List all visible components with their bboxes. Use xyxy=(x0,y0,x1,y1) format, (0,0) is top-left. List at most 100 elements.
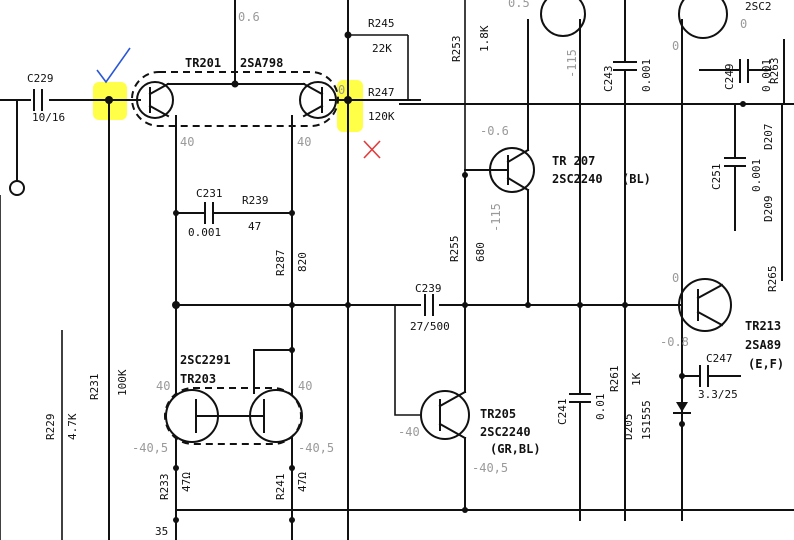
r247-value: 120K xyxy=(368,110,395,123)
r239-value: 47 xyxy=(248,220,261,233)
tr207-part: 2SC2240 xyxy=(552,172,603,186)
tr207-ref: TR 207 xyxy=(552,154,595,168)
tr205-base-wire xyxy=(394,305,420,416)
tr207-grade: (BL) xyxy=(622,172,651,186)
c231-ref: C231 xyxy=(196,187,223,200)
voltage-tr203-40-left: 40 xyxy=(156,379,170,393)
voltage-tr201-40-right: 40 xyxy=(297,135,311,149)
voltage-tr213-0: 0 xyxy=(672,271,679,285)
voltage-tr203-m40-5-right: -40,5 xyxy=(298,441,334,455)
tr201-part: 2SA798 xyxy=(240,56,283,70)
voltage-tr207-base: -0.6 xyxy=(480,124,509,138)
transistor-top-partial xyxy=(540,0,586,37)
voltage-tr213-v: -0.8 xyxy=(660,335,689,349)
c231-value: 0.001 xyxy=(188,226,221,239)
capacitor-c247: C247 3.3/25 xyxy=(681,352,741,401)
tr213-grade: (E,F) xyxy=(748,357,784,371)
d209-ref: D209 xyxy=(762,196,775,223)
capacitor-c239: C239 27/500 xyxy=(410,282,450,333)
tr213-part: 2SA89 xyxy=(745,338,781,352)
voltage-right-top-0: 0 xyxy=(672,39,679,53)
transistor-tr205: TR205 2SC2240 (GR,BL) xyxy=(420,304,541,511)
transistor-tr207: TR 207 2SC2240 (BL) xyxy=(464,19,651,306)
main-signal-line xyxy=(0,99,794,105)
r241-value: 47Ω xyxy=(296,472,309,492)
tr205-grade: (GR,BL) xyxy=(490,442,541,456)
c241-ref: C241 xyxy=(556,399,569,426)
r261-ref: R261 xyxy=(608,366,621,393)
c239-value: 27/500 xyxy=(410,320,450,333)
r263-ref: R263 xyxy=(768,58,781,85)
input-terminal xyxy=(9,180,25,196)
r253-ref: R253 xyxy=(450,36,463,63)
voltage-tr205-m40: -40 xyxy=(398,425,420,439)
c247-value: 3.3/25 xyxy=(698,388,738,401)
r245-ref: R245 xyxy=(368,17,395,30)
resistor-r247: R247 120K xyxy=(368,86,395,123)
r231-ref: R231 xyxy=(88,374,101,401)
tr205-part: 2SC2240 xyxy=(480,425,531,439)
c229-value: 10/16 xyxy=(32,111,65,124)
c247-ref: C247 xyxy=(706,352,733,365)
r231-value: 100K xyxy=(116,369,129,396)
label-bottom-35: 35 xyxy=(155,525,168,538)
c243-value: 0.001 xyxy=(640,59,653,92)
resistor-r255: R255 680 xyxy=(448,236,487,263)
tr201-ref: TR201 xyxy=(185,56,221,70)
r229-ref: R229 xyxy=(44,414,57,441)
c239-ref: C239 xyxy=(415,282,442,295)
capacitor-c241: C241 0.01 xyxy=(556,304,607,521)
voltage-right-top-0b: 0 xyxy=(740,17,747,31)
resistor-r241: R241 47Ω xyxy=(274,472,309,500)
c243-ref: C243 xyxy=(602,66,615,93)
r233-value: 47Ω xyxy=(180,472,193,492)
voltage-tr205-m40-5: -40,5 xyxy=(472,461,508,475)
c249-ref: C249 xyxy=(723,64,736,91)
capacitor-c249: C249 0.001 xyxy=(699,59,773,92)
capacitor-c251: C251 0.001 xyxy=(710,103,763,231)
capacitor-c229: C229 10/16 xyxy=(27,72,65,124)
voltage-c243-v: -115 xyxy=(565,49,579,78)
resistor-r231: R231 100K xyxy=(88,369,129,400)
resistor-r239: R239 47 xyxy=(242,194,269,233)
tr-right-part: 2SC2 xyxy=(745,0,772,13)
tr205-ref: TR205 xyxy=(480,407,516,421)
d205-ref: D205 xyxy=(622,414,635,441)
voltage-tr203-40-right: 40 xyxy=(298,379,312,393)
r265-ref: R265 xyxy=(766,266,779,293)
r253-value: 1.8K xyxy=(478,25,491,52)
c251-ref: C251 xyxy=(710,164,723,191)
r245-value: 22K xyxy=(372,42,392,55)
transistor-tr203: 2SC2291 TR203 xyxy=(164,304,303,540)
voltage-top-0-6: 0.6 xyxy=(238,10,260,24)
capacitor-c231: C231 0.001 xyxy=(173,187,295,239)
diode-d205: D205 1S1555 xyxy=(622,400,691,441)
r233-ref: R233 xyxy=(158,474,171,501)
d205-part: 1S1555 xyxy=(640,400,653,440)
d207-ref: D207 xyxy=(762,124,775,151)
r241-ref: R241 xyxy=(274,474,287,501)
resistor-r233: R233 47Ω xyxy=(158,472,193,500)
r287-ref: R287 xyxy=(274,250,287,277)
c241-value: 0.01 xyxy=(594,394,607,421)
r255-ref: R255 xyxy=(448,236,461,263)
tr213-ref: TR213 xyxy=(745,319,781,333)
checkmark-icon xyxy=(96,47,131,84)
tr203-part: 2SC2291 xyxy=(180,353,231,367)
r229-value: 4.7K xyxy=(66,413,79,440)
r255-value: 680 xyxy=(474,242,487,262)
resistor-r287: R287 820 xyxy=(274,250,309,277)
r261-value: 1K xyxy=(630,372,643,386)
highlight-r247-node xyxy=(337,80,363,132)
r287-value: 820 xyxy=(296,252,309,272)
r239-ref: R239 xyxy=(242,194,269,207)
cross-icon xyxy=(363,140,381,159)
voltage-tr203-m40-5-left: -40,5 xyxy=(132,441,168,455)
voltage-top-0-5: 0.5 xyxy=(508,0,530,10)
tr203-ref: TR203 xyxy=(180,372,216,386)
capacitor-c243: C243 0.001 xyxy=(602,0,653,521)
resistor-r245: R245 22K xyxy=(368,17,395,55)
c229-ref: C229 xyxy=(27,72,54,85)
transistor-right-partial xyxy=(678,0,728,39)
